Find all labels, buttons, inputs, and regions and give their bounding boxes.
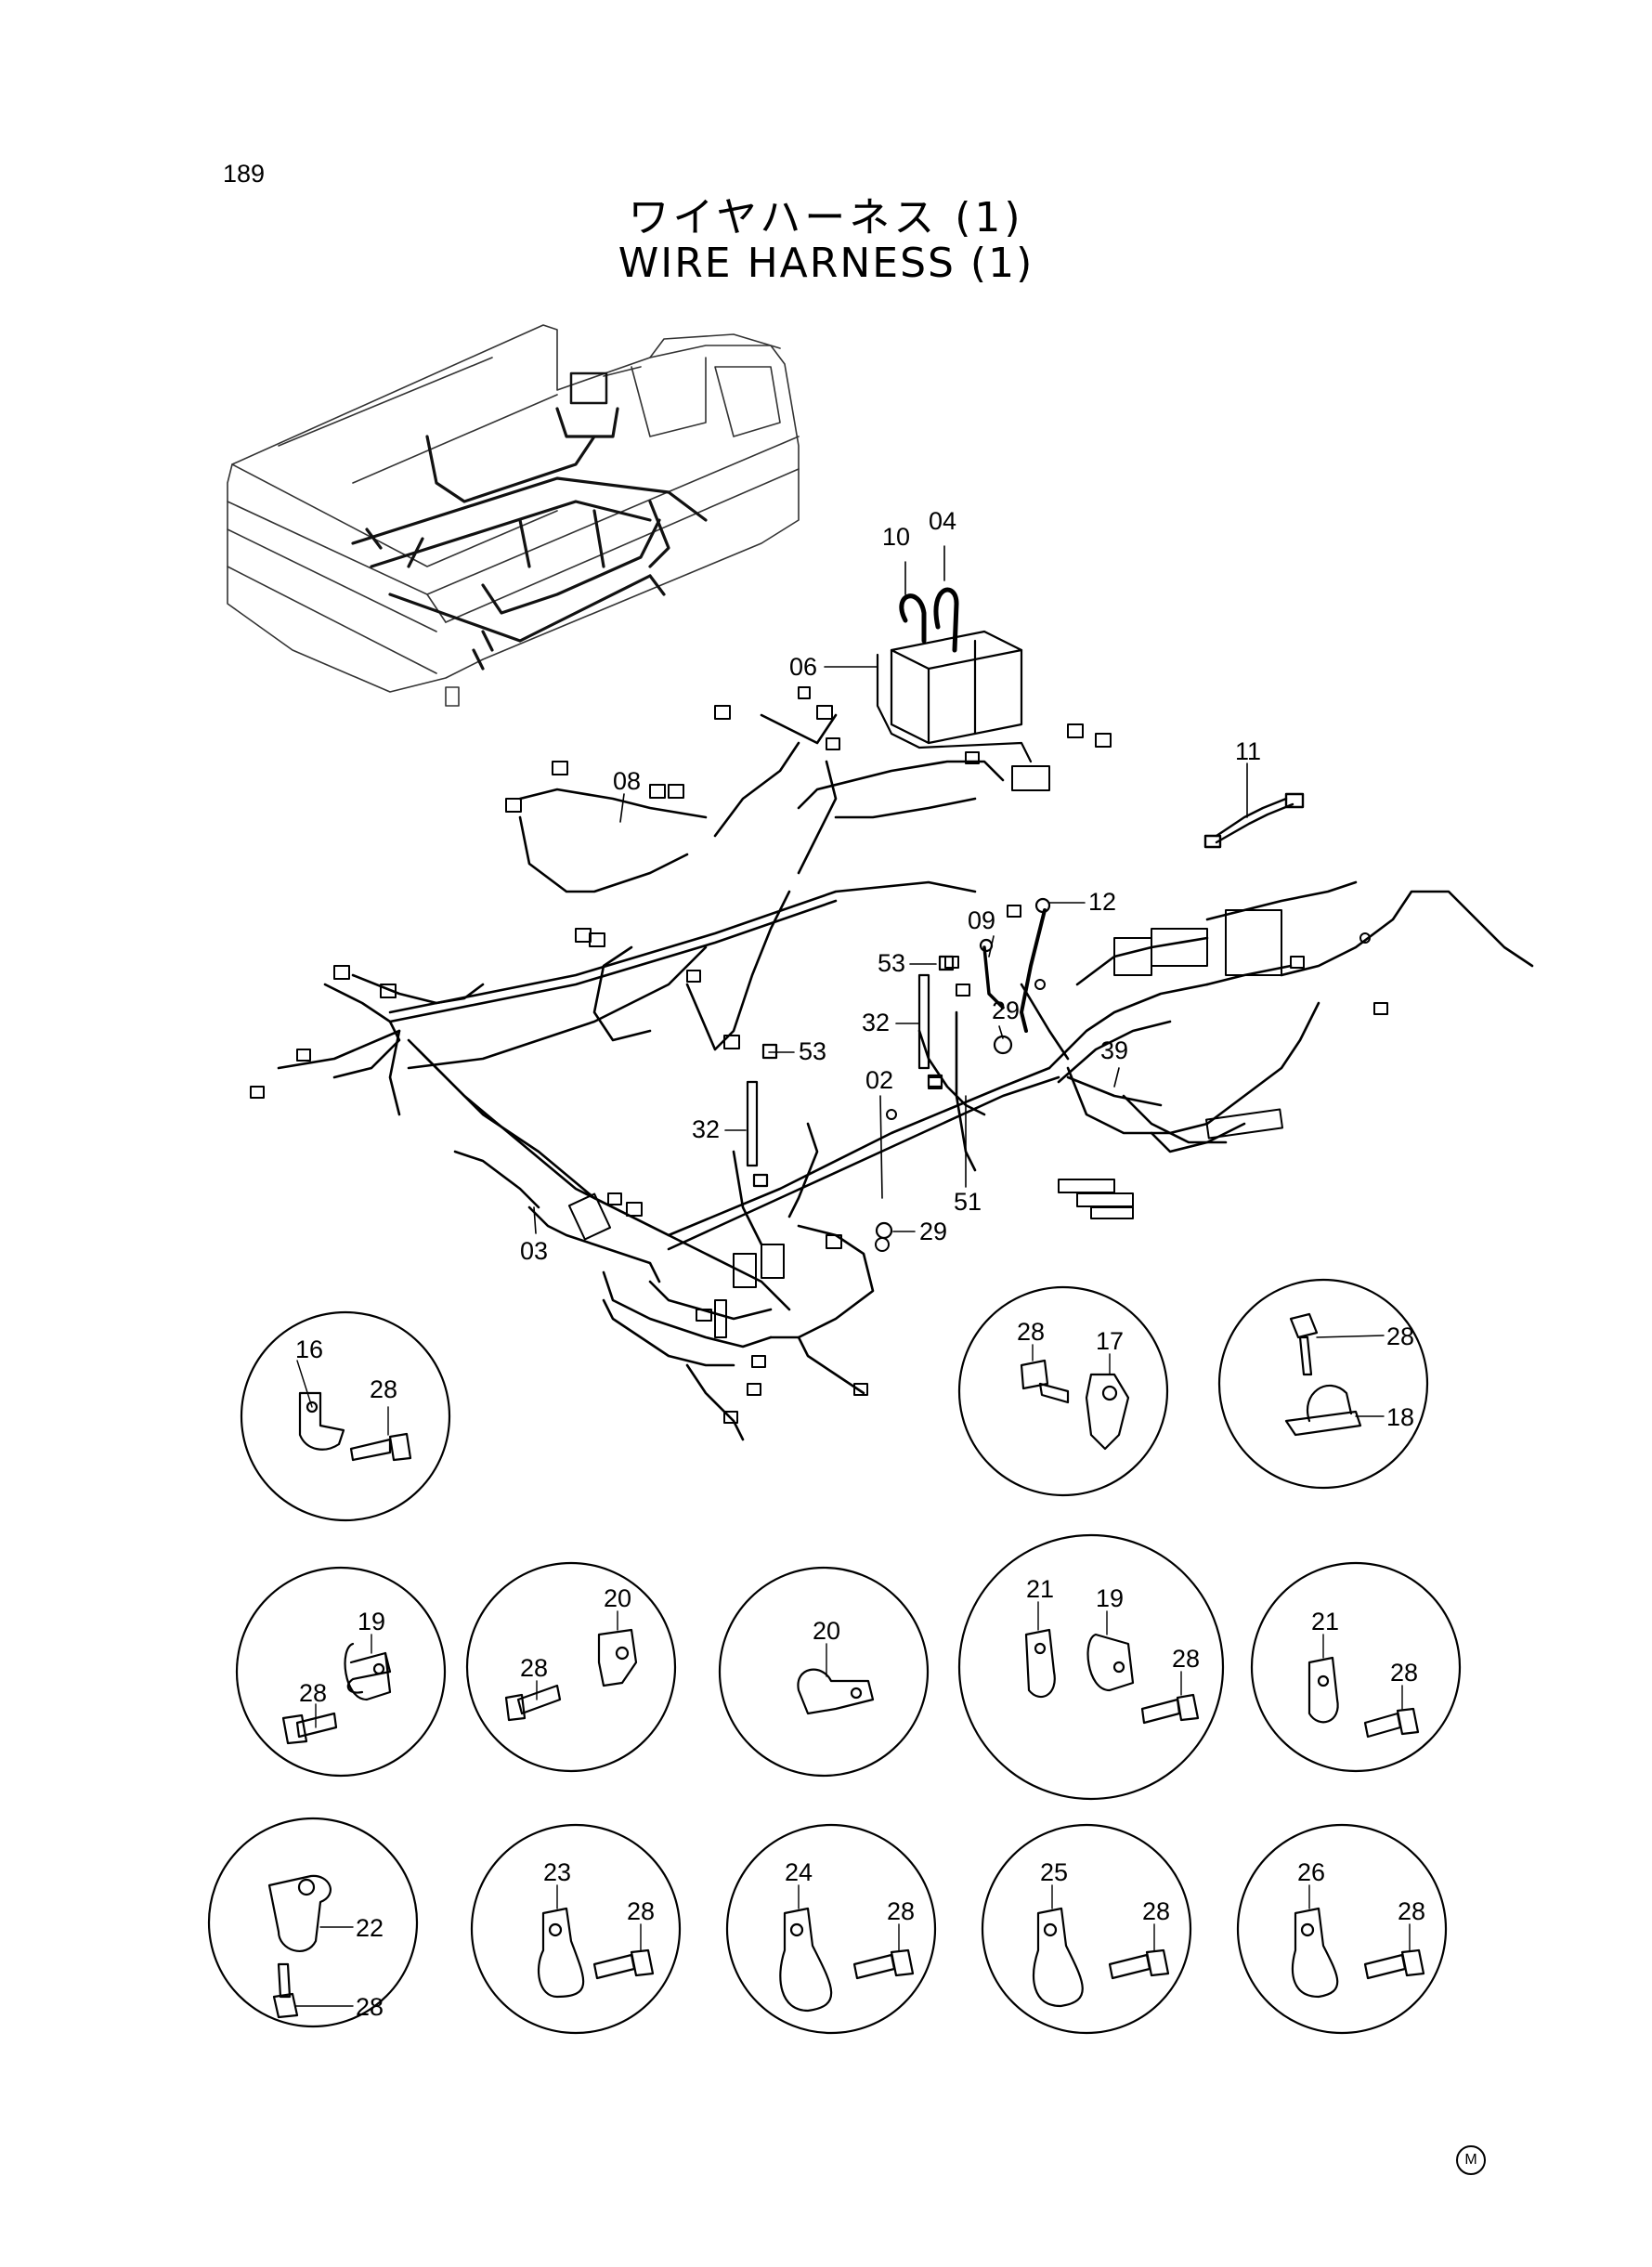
detail-20b-label: 20 <box>813 1617 840 1645</box>
detail-20a-label-b: 28 <box>520 1654 548 1682</box>
callout-02: 02 <box>865 1066 893 1094</box>
detail-23-label-a: 23 <box>543 1858 571 1886</box>
detail-circle-21: 21 28 <box>1250 1561 1462 1773</box>
page-number: 189 <box>223 160 266 188</box>
main-harness <box>277 713 1534 1441</box>
detail-circle-22: 22 28 <box>207 1817 419 2028</box>
detail-circle-21-19: 21 19 28 <box>957 1533 1225 1801</box>
callout-04: 04 <box>929 507 956 535</box>
title-japanese: ワイヤハーネス (1) <box>628 194 1024 241</box>
detail-21-label-b: 28 <box>1390 1659 1418 1687</box>
detail-circle-20a: 20 28 <box>465 1561 677 1773</box>
callout-06: 06 <box>789 653 817 681</box>
callouts <box>533 545 1248 1234</box>
callout-32-upper: 32 <box>862 1009 890 1036</box>
detail-16-label-b: 28 <box>370 1375 397 1403</box>
callout-11: 11 <box>1235 737 1261 765</box>
corner-mark: M <box>1456 2145 1486 2175</box>
callout-29-upper: 29 <box>992 997 1020 1024</box>
detail-circle-16: 16 28 <box>240 1310 451 1522</box>
callout-39: 39 <box>1100 1036 1128 1064</box>
battery-assembly <box>876 587 1033 763</box>
detail-24-label-b: 28 <box>887 1897 915 1925</box>
detail-16-label-a: 16 <box>295 1335 323 1363</box>
detail-circle-25: 25 28 <box>981 1823 1192 2035</box>
part-11-harness <box>1203 792 1305 849</box>
machine-overview <box>227 324 800 707</box>
callout-12: 12 <box>1088 888 1116 916</box>
detail-21-19-label-b: 19 <box>1096 1584 1124 1612</box>
detail-19-label-b: 28 <box>299 1679 327 1707</box>
detail-circle-18: 28 18 <box>1217 1278 1429 1490</box>
detail-20a-label-a: 20 <box>604 1584 631 1612</box>
callout-03: 03 <box>520 1237 548 1265</box>
callout-10: 10 <box>882 523 910 551</box>
callout-53-lower: 53 <box>799 1037 826 1065</box>
detail-21-19-label-a: 21 <box>1026 1575 1054 1603</box>
detail-22-label-b: 28 <box>356 1993 384 2021</box>
detail-circle-17: 28 17 <box>957 1285 1169 1497</box>
callout-53-upper: 53 <box>878 949 905 977</box>
loose-parts <box>746 897 1051 1240</box>
detail-23-label-b: 28 <box>627 1897 655 1925</box>
detail-26-label-a: 26 <box>1297 1858 1325 1886</box>
detail-21-19-label-c: 28 <box>1172 1645 1200 1673</box>
detail-circle-23: 23 28 <box>470 1823 682 2035</box>
detail-circle-20b: 20 <box>718 1566 930 1778</box>
detail-26-label-b: 28 <box>1398 1897 1425 1925</box>
callout-09: 09 <box>968 906 995 934</box>
callout-51: 51 <box>954 1188 982 1216</box>
callout-32-lower: 32 <box>692 1115 720 1143</box>
detail-circle-26: 26 28 <box>1236 1823 1448 2035</box>
detail-17-label-a: 28 <box>1017 1318 1045 1346</box>
detail-18-label-b: 18 <box>1386 1403 1414 1431</box>
detail-25-label-b: 28 <box>1142 1897 1170 1925</box>
callout-08: 08 <box>613 767 641 795</box>
detail-24-label-a: 24 <box>785 1858 813 1886</box>
overview-harness <box>351 371 708 671</box>
title-english: WIRE HARNESS (1) <box>618 240 1034 287</box>
detail-19-label-a: 19 <box>358 1608 385 1635</box>
detail-17-label-b: 17 <box>1096 1327 1124 1355</box>
detail-circle-19: 19 28 <box>235 1566 447 1778</box>
harness-connectors <box>250 686 1388 1424</box>
callout-29-lower: 29 <box>919 1218 947 1245</box>
detail-circle-24: 24 28 <box>725 1823 937 2035</box>
detail-25-label-a: 25 <box>1040 1858 1068 1886</box>
detail-21-label-a: 21 <box>1311 1608 1339 1635</box>
detail-22-label-a: 22 <box>356 1914 384 1942</box>
detail-18-label-a: 28 <box>1386 1322 1414 1350</box>
callout-labels: 10 04 06 08 11 12 09 53 29 32 53 39 02 3… <box>520 507 1261 1265</box>
